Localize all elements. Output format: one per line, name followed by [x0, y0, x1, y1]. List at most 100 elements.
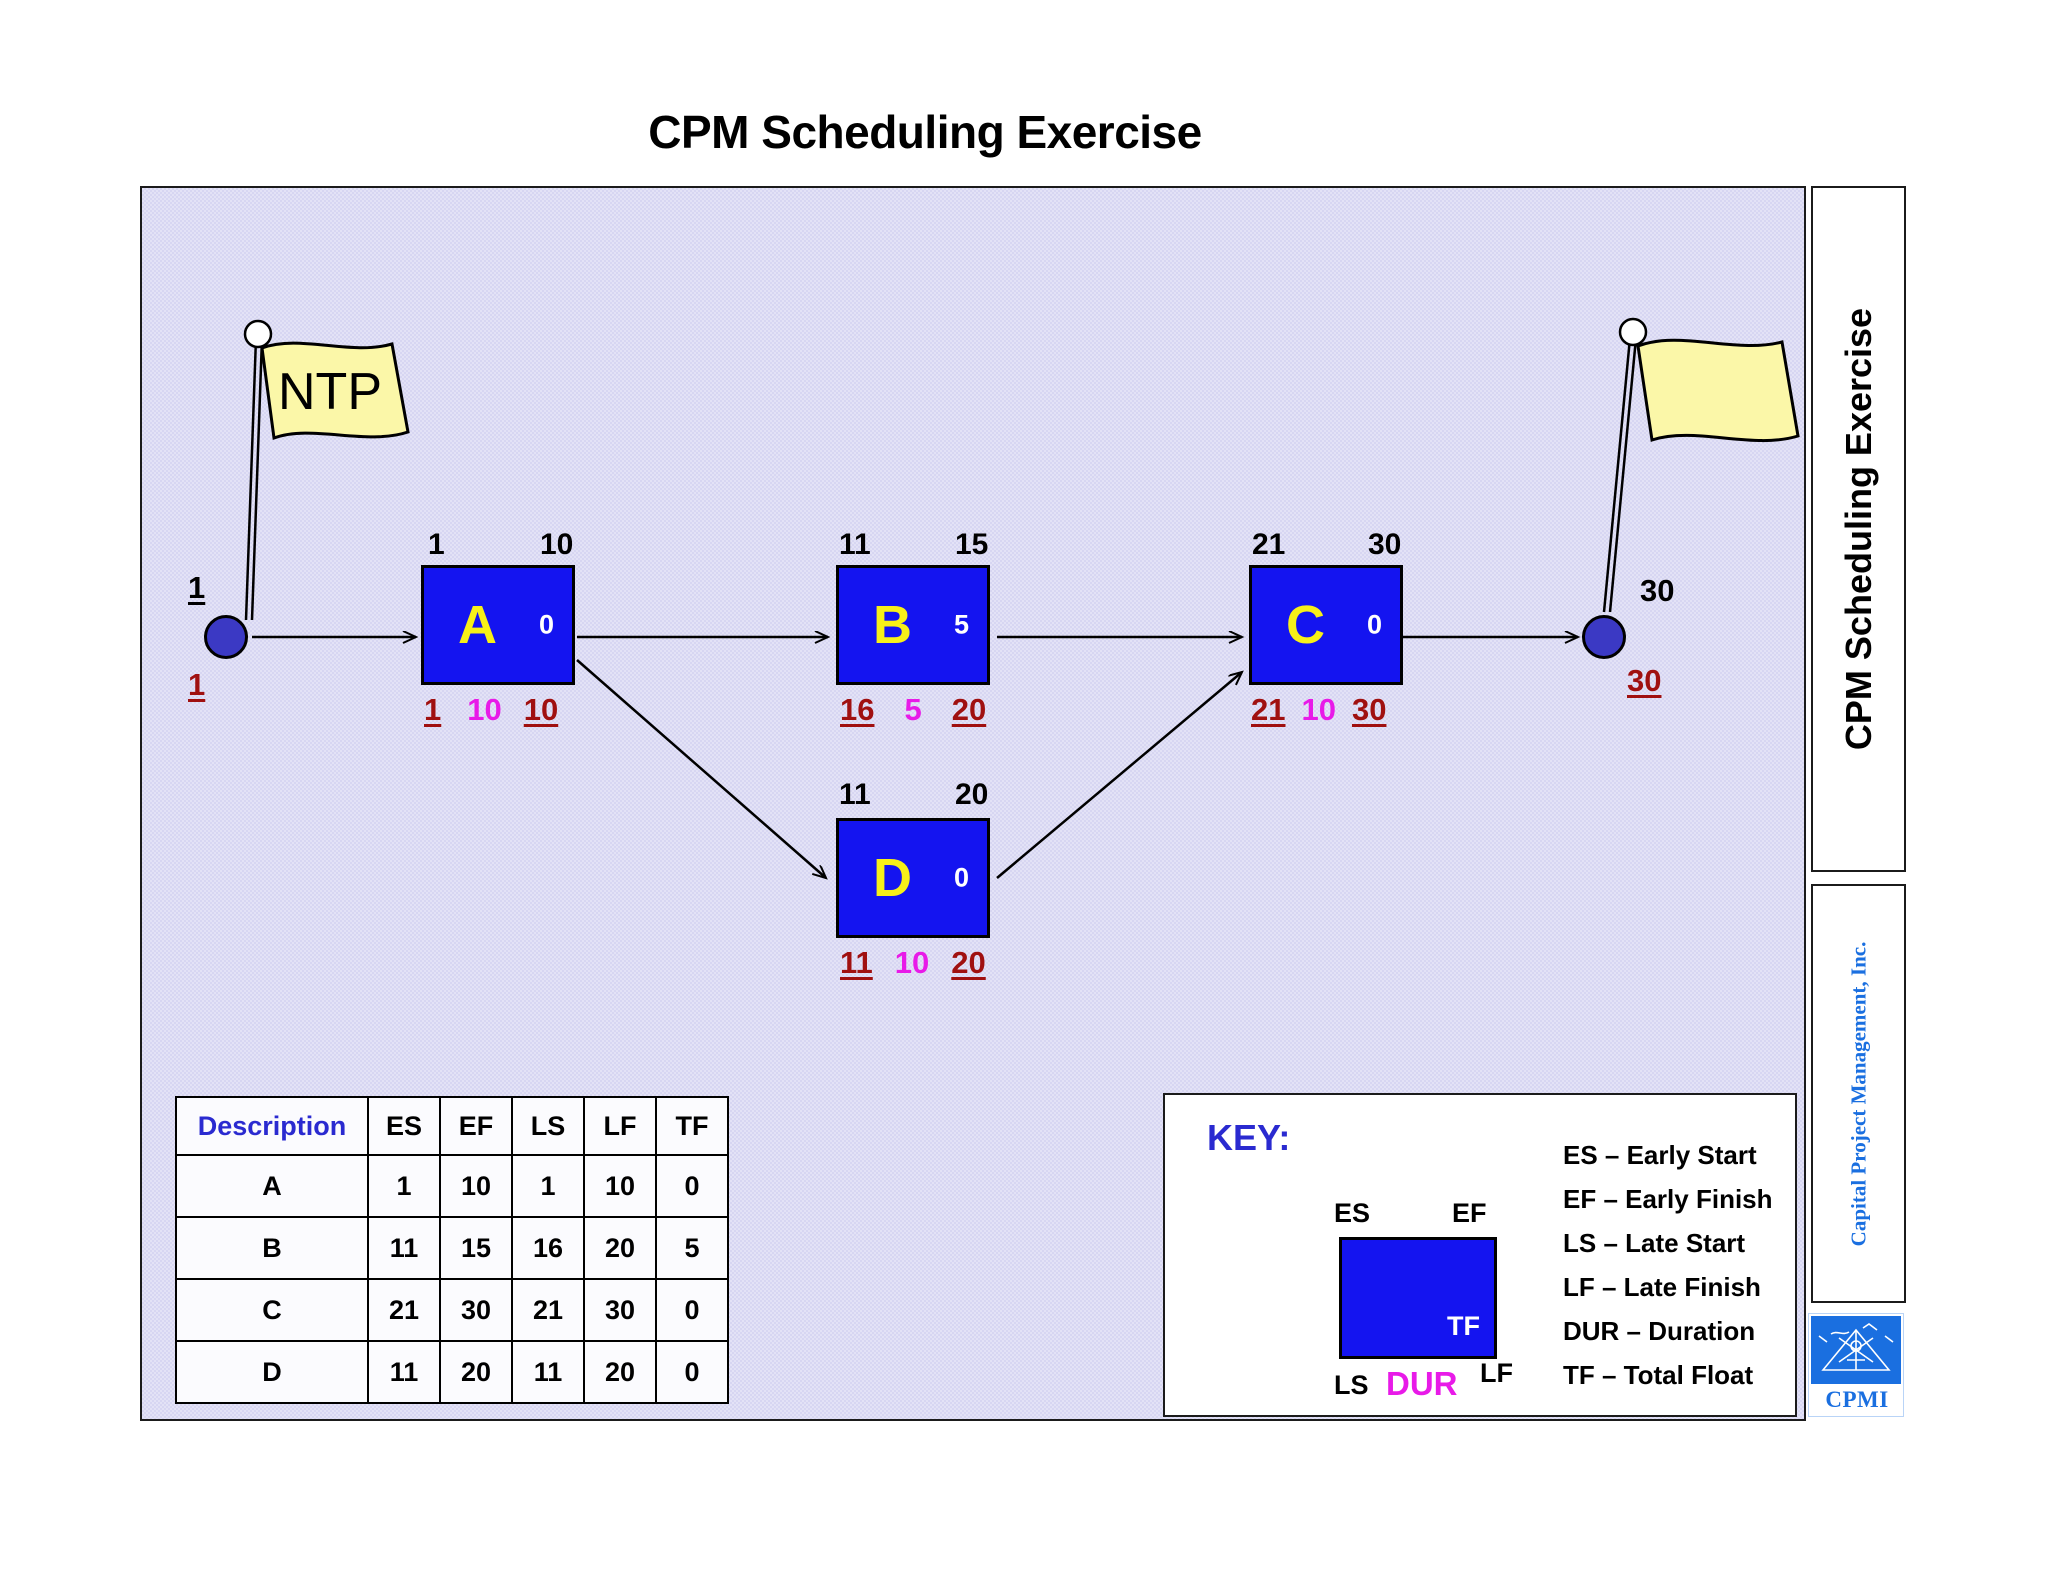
activity-c-lf: 30: [1351, 692, 1387, 727]
start-node-late-value: 1: [188, 667, 206, 702]
table-cell-es: 21: [367, 1278, 441, 1342]
key-title: KEY:: [1207, 1117, 1291, 1158]
activity-b-es: 11: [839, 528, 871, 561]
table-cell-lf: 20: [583, 1216, 657, 1280]
cpmi-logo-text: CPMI: [1825, 1387, 1889, 1412]
activity-d-ls: 11: [840, 945, 873, 980]
table-cell-es: 1: [367, 1154, 441, 1218]
activity-d-bottom-row: 11 10 20: [840, 945, 986, 981]
key-sample-tf-label: TF: [1447, 1311, 1480, 1341]
key-legend-item-ls: LS – Late Start: [1563, 1228, 1746, 1258]
table-cell-ls: 16: [511, 1216, 585, 1280]
start-node-early-value: 1: [188, 570, 206, 605]
activity-d-lf: 20: [951, 945, 986, 980]
table-cell-ef: 20: [439, 1340, 513, 1404]
key-legend-item-lf: LF – Late Finish: [1563, 1272, 1761, 1302]
activity-c-bottom-row: 21 10 30: [1251, 692, 1386, 728]
activity-box-d[interactable]: D 0: [836, 818, 990, 938]
activity-b-tf: 5: [953, 609, 969, 640]
table-cell-ef: 15: [439, 1216, 513, 1280]
activity-a-tf: 0: [538, 609, 554, 640]
activity-b-bottom-row: 16 5 20: [840, 692, 986, 728]
table-cell-tf: 0: [655, 1278, 729, 1342]
key-legend-item-ef: EF – Early Finish: [1563, 1184, 1773, 1214]
activity-d-tf: 0: [953, 862, 969, 893]
key-legend-item-dur: DUR – Duration: [1563, 1316, 1756, 1346]
sidebar-title-label: CPM Scheduling Exercise: [1837, 307, 1879, 751]
activity-c-es: 21: [1252, 528, 1286, 561]
table-row[interactable]: A 1 10 1 10 0: [175, 1154, 729, 1218]
activity-a-ef: 10: [540, 528, 574, 561]
activity-c-letter: C: [1286, 595, 1325, 655]
activity-b-lf: 20: [951, 692, 987, 727]
table-cell-tf: 0: [655, 1154, 729, 1218]
table-cell-tf: 5: [655, 1216, 729, 1280]
activity-box-c[interactable]: C 0: [1249, 565, 1403, 685]
end-node-early-value: 30: [1640, 573, 1675, 608]
schedule-table[interactable]: Description ES EF LS LF TF A 1 10 1 10 0…: [175, 1096, 729, 1404]
table-row[interactable]: D 11 20 11 20 0: [175, 1340, 729, 1404]
table-row[interactable]: C 21 30 21 30 0: [175, 1278, 729, 1342]
page-title: CPM Scheduling Exercise: [648, 106, 1202, 158]
activity-a-bottom-row: 1 10 10: [424, 692, 558, 728]
activity-a-ls: 1: [424, 692, 442, 727]
ntp-flag-label: NTP: [278, 363, 382, 421]
sidebar-company-panel: Capital Project Management, Inc.: [1811, 884, 1906, 1303]
table-cell-ls: 11: [511, 1340, 585, 1404]
activity-b-letter: B: [873, 595, 912, 655]
surveying-instruments-icon: [1811, 1316, 1901, 1384]
sidebar-title-panel: CPM Scheduling Exercise: [1811, 186, 1906, 872]
key-sample-activity-box: TF: [1339, 1237, 1497, 1359]
activity-c-ls: 21: [1251, 692, 1286, 727]
activity-a-lf: 10: [523, 692, 559, 727]
table-cell-ef: 10: [439, 1154, 513, 1218]
table-cell-tf: 0: [655, 1340, 729, 1404]
key-corner-es: ES: [1334, 1198, 1371, 1228]
table-cell-lf: 20: [583, 1340, 657, 1404]
table-cell-es: 11: [367, 1216, 441, 1280]
table-cell-description: B: [175, 1216, 369, 1280]
table-cell-ls: 1: [511, 1154, 585, 1218]
activity-a-es: 1: [428, 528, 445, 561]
key-corner-ls: LS: [1334, 1370, 1369, 1400]
activity-a-letter: A: [458, 595, 497, 655]
activity-d-ef: 20: [955, 778, 989, 811]
key-corner-ef: EF: [1452, 1198, 1487, 1228]
key-legend-item-tf: TF – Total Float: [1563, 1360, 1754, 1390]
key-legend-list: ES – Early Start EF – Early Finish LS – …: [1563, 1140, 1773, 1391]
activity-d-letter: D: [873, 848, 912, 908]
end-node-late-value: 30: [1627, 663, 1662, 698]
activity-c-dur: 10: [1301, 692, 1336, 727]
table-cell-description: A: [175, 1154, 369, 1218]
activity-box-b[interactable]: B 5: [836, 565, 990, 685]
table-cell-description: D: [175, 1340, 369, 1404]
cpmi-logo[interactable]: CPMI: [1808, 1313, 1904, 1417]
activity-b-ls: 16: [840, 692, 875, 727]
table-cell-ef: 30: [439, 1278, 513, 1342]
key-legend-item-es: ES – Early Start: [1563, 1140, 1757, 1170]
sidebar-company-label: Capital Project Management, Inc.: [1846, 941, 1870, 1246]
table-cell-ls: 21: [511, 1278, 585, 1342]
activity-c-tf: 0: [1366, 609, 1382, 640]
table-header-description: Description: [175, 1096, 369, 1156]
table-cell-description: C: [175, 1278, 369, 1342]
activity-box-a[interactable]: A 0: [421, 565, 575, 685]
start-node[interactable]: [204, 615, 248, 659]
activity-d-dur: 10: [894, 945, 930, 980]
end-node[interactable]: [1582, 615, 1626, 659]
table-cell-lf: 10: [583, 1154, 657, 1218]
activity-c-ef: 30: [1368, 528, 1402, 561]
table-row[interactable]: B 11 15 16 20 5: [175, 1216, 729, 1280]
activity-d-es: 11: [839, 778, 871, 811]
activity-b-dur: 5: [904, 692, 922, 727]
table-header-lf: LF: [583, 1096, 657, 1156]
activity-b-ef: 15: [955, 528, 989, 561]
table-cell-lf: 30: [583, 1278, 657, 1342]
table-header-row: Description ES EF LS LF TF: [175, 1096, 729, 1156]
table-header-ef: EF: [439, 1096, 513, 1156]
key-sample-dur-label: DUR: [1386, 1365, 1458, 1402]
activity-a-dur: 10: [467, 692, 502, 727]
table-header-es: ES: [367, 1096, 441, 1156]
table-header-ls: LS: [511, 1096, 585, 1156]
table-header-tf: TF: [655, 1096, 729, 1156]
